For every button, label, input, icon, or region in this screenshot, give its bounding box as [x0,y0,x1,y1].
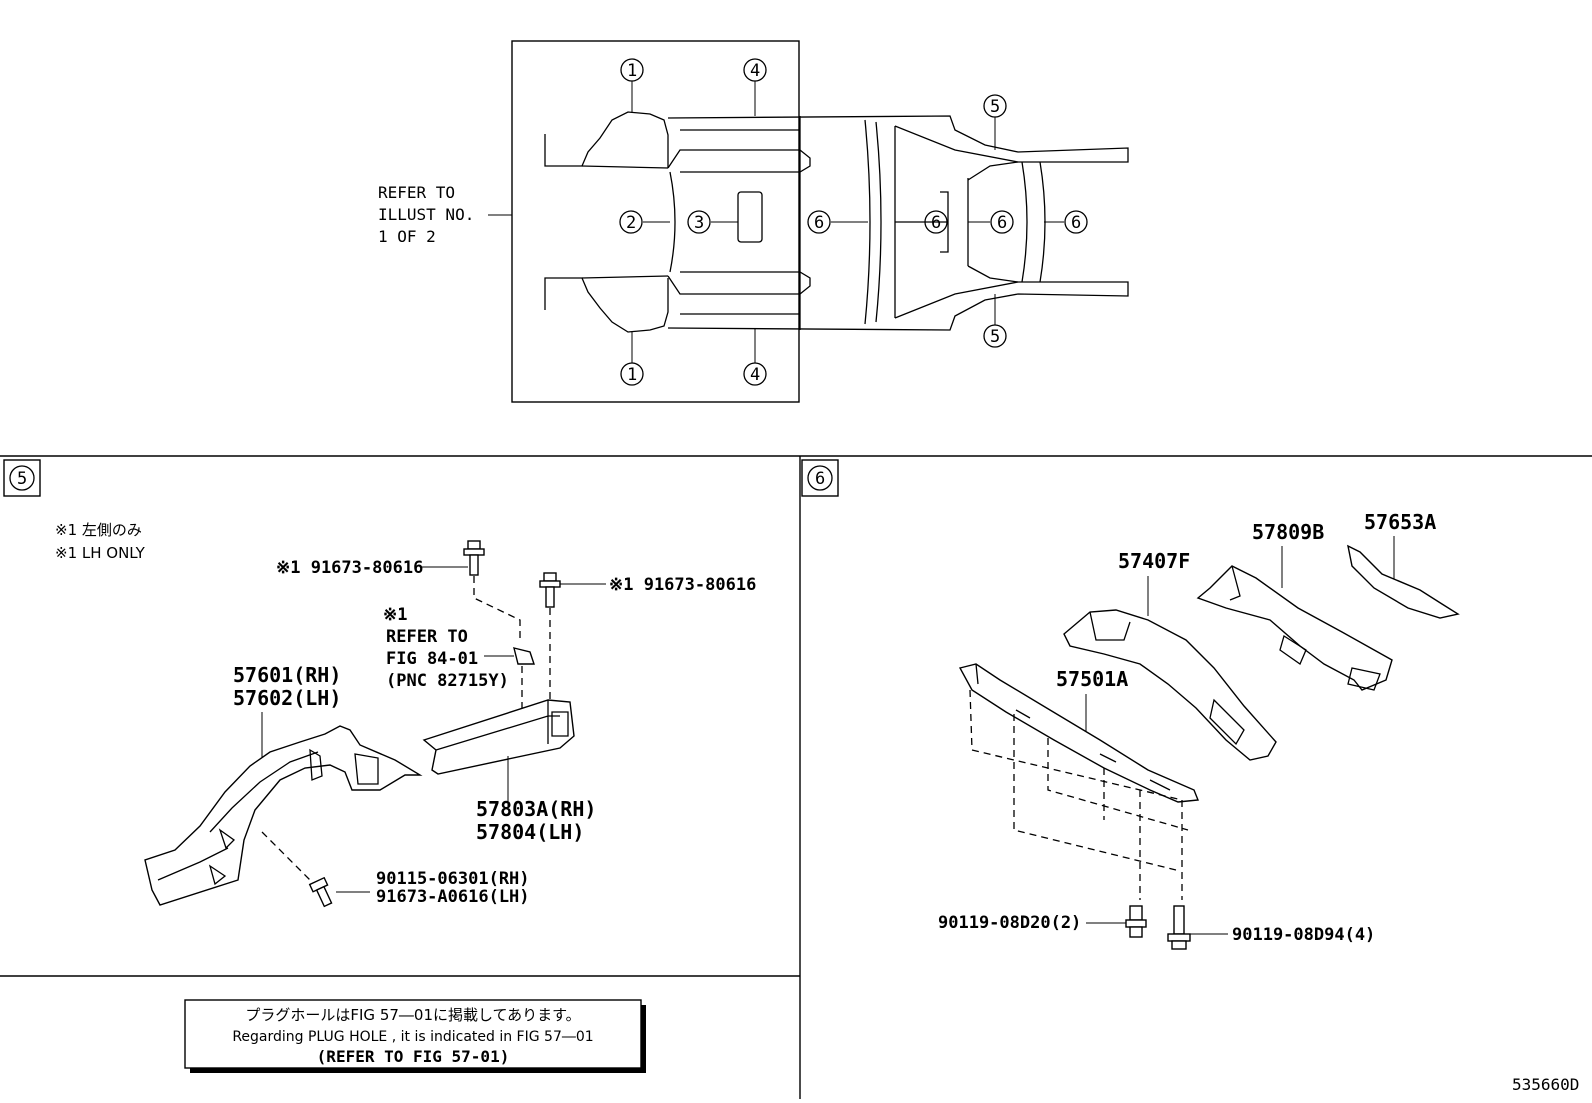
bolt-90119-08d20: 90119-08D20(2) [938,913,1081,933]
section-6-badge [801,459,839,497]
item-3-panel [737,191,763,243]
part-57602-lh: 57602(LH) [233,686,341,710]
callout-6-c: 6 [997,213,1007,233]
bolt-icon [308,876,333,908]
figure-id: 535660D [1512,1075,1579,1094]
refer-fig-line-1: REFER TO [386,627,468,647]
refer-fig-marker: ※1 [383,605,407,625]
bolt-icon [1125,905,1147,938]
bolt-icon [539,572,561,608]
bolt-90119-08d94: 90119-08D94(4) [1232,925,1375,945]
overview-diagram: REFER TO ILLUST NO. 1 OF 2 [378,40,1129,403]
part-57653a: 57653A [1364,510,1436,534]
callout-4-bottom: 4 [750,365,760,385]
callout-1-bottom: 1 [627,365,637,385]
callout-3: 3 [694,213,704,233]
callout-6-a: 6 [814,213,824,233]
rear-rail-part [144,725,423,906]
lower-sill [667,265,1129,331]
callout-5-bottom: 5 [990,327,1000,347]
plug-hole-note-jp: プラグホールはFIG 57―01に掲載してあります。 [245,1006,580,1024]
callout-2: 2 [626,213,636,233]
bolt-label-top-left: ※1 91673-80616 [276,558,423,578]
refer-note-line-3: 1 OF 2 [378,227,436,246]
part-57501a-shape [958,663,1199,803]
projection-lines [969,689,1189,900]
part-57804-lh: 57804(LH) [476,820,584,844]
plug-hole-note-ref: (REFER TO FIG 57-01) [317,1047,510,1066]
bolt-91673-lh: 91673-A0616(LH) [376,887,530,907]
part-57809b-shape [1196,565,1393,691]
section-5-badge [3,459,41,497]
part-57803a-rh: 57803A(RH) [476,797,596,821]
overview-callouts: 1 4 5 2 3 6 6 6 6 [619,58,1088,386]
callout-1-top: 1 [627,61,637,81]
upper-front-housing [544,111,669,168]
section-5: 5 ※1 左側のみ ※1 LH ONLY ※1 91673-80616 ※1 9… [3,459,756,908]
lower-front-housing [544,277,669,333]
part-57501a: 57501A [1056,667,1128,691]
refer-note-line-1: REFER TO [378,183,455,202]
callout-4-top: 4 [750,61,760,81]
section-5-badge-number: 5 [17,469,27,489]
section-6-badge-number: 6 [815,469,825,489]
lh-only-note-en: ※1 LH ONLY [55,544,146,562]
bolt-icon [1167,905,1191,950]
rear-member-part [422,699,575,775]
lh-only-note-jp: ※1 左側のみ [55,521,142,539]
refer-fig-line-2: FIG 84-01 [386,649,478,669]
part-57407f: 57407F [1118,549,1190,573]
part-57653a-shape [1347,544,1460,619]
plug-hole-note-en: Regarding PLUG HOLE , it is indicated in… [232,1029,593,1045]
overview-frame [511,40,800,403]
part-57601-rh: 57601(RH) [233,663,341,687]
clip-icon [513,647,535,665]
plug-hole-note: プラグホールはFIG 57―01に掲載してあります。 Regarding PLU… [184,999,646,1073]
refer-note-line-2: ILLUST NO. [378,205,474,224]
section-6: 6 57653A 57809B 57407F 57501A 90119-08D2… [801,459,1460,950]
part-57809b: 57809B [1252,520,1324,544]
bolt-label-top-right: ※1 91673-80616 [609,575,756,595]
callout-6-b: 6 [931,213,941,233]
part-57407f-shape [1063,609,1277,761]
callout-5-top: 5 [990,97,1000,117]
bolt-90115-rh: 90115-06301(RH) [376,869,530,889]
upper-sill [667,115,1129,181]
plug-hole-note-box [184,999,642,1069]
refer-fig-line-3: (PNC 82715Y) [386,671,509,691]
callout-6-d: 6 [1071,213,1081,233]
bolt-icon [463,540,485,576]
